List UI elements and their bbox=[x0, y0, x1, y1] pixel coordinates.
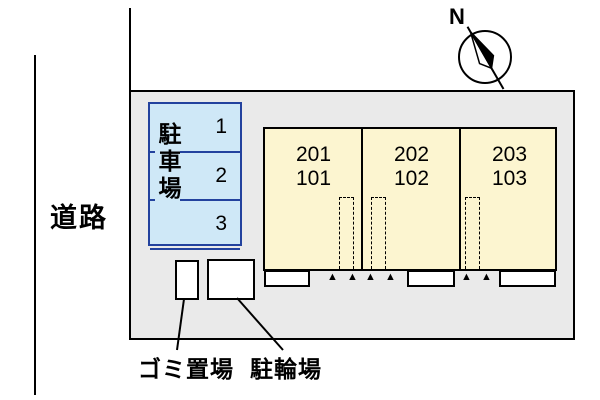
parking-space-2: 2 bbox=[150, 153, 240, 202]
road-label: 道路 bbox=[50, 203, 108, 233]
parking-space-number: 1 bbox=[215, 115, 227, 139]
unit-upper-number: 203 bbox=[491, 143, 528, 166]
unit-lower-number: 103 bbox=[491, 166, 528, 190]
parking-label: 駐車場 bbox=[155, 120, 181, 205]
entrance-step bbox=[264, 270, 310, 287]
road-boundary-line bbox=[34, 55, 36, 395]
north-arrow-icon bbox=[458, 26, 512, 90]
entrance-arrows-icon: ▲ ▲ bbox=[327, 271, 361, 283]
unit-upper-number: 201 bbox=[295, 143, 332, 166]
garbage-storage-label: ゴミ置場 bbox=[138, 356, 234, 382]
parking-space-3: 3 bbox=[150, 201, 240, 250]
parking-space-number: 2 bbox=[215, 163, 227, 187]
entrance-dashed-outline bbox=[465, 197, 480, 269]
unit-divider bbox=[361, 129, 363, 269]
unit-label-1: 201 101 bbox=[265, 143, 362, 190]
site-boundary-line bbox=[129, 8, 131, 92]
entrance-step bbox=[499, 270, 556, 287]
entrance-arrows-icon: ▲ ▲ bbox=[365, 271, 399, 283]
parking-area: 1 2 3 駐車場 bbox=[148, 102, 242, 250]
unit-label-2: 202 102 bbox=[363, 143, 460, 190]
parking-space-number: 3 bbox=[215, 212, 227, 236]
bicycle-parking-label: 駐輪場 bbox=[250, 356, 322, 382]
bicycle-parking-box bbox=[207, 259, 255, 300]
building-outline: 201 101 202 102 203 103 bbox=[263, 127, 557, 271]
parking-space-1: 1 bbox=[150, 104, 240, 153]
unit-divider bbox=[459, 129, 461, 269]
unit-lower-number: 102 bbox=[393, 166, 430, 190]
unit-upper-number: 202 bbox=[393, 143, 430, 166]
entrance-step bbox=[407, 270, 455, 287]
unit-lower-number: 101 bbox=[295, 166, 332, 190]
site-area: 1 2 3 駐車場 201 101 202 102 203 103 ▲ ▲ ▲ … bbox=[129, 90, 575, 340]
unit-label-3: 203 103 bbox=[461, 143, 558, 190]
north-label: N bbox=[449, 4, 465, 29]
garbage-storage-box bbox=[175, 260, 199, 300]
entrance-arrows-icon: ▲ ▲ bbox=[461, 271, 495, 283]
entrance-dashed-outline bbox=[339, 197, 354, 269]
entrance-dashed-outline bbox=[371, 197, 386, 269]
